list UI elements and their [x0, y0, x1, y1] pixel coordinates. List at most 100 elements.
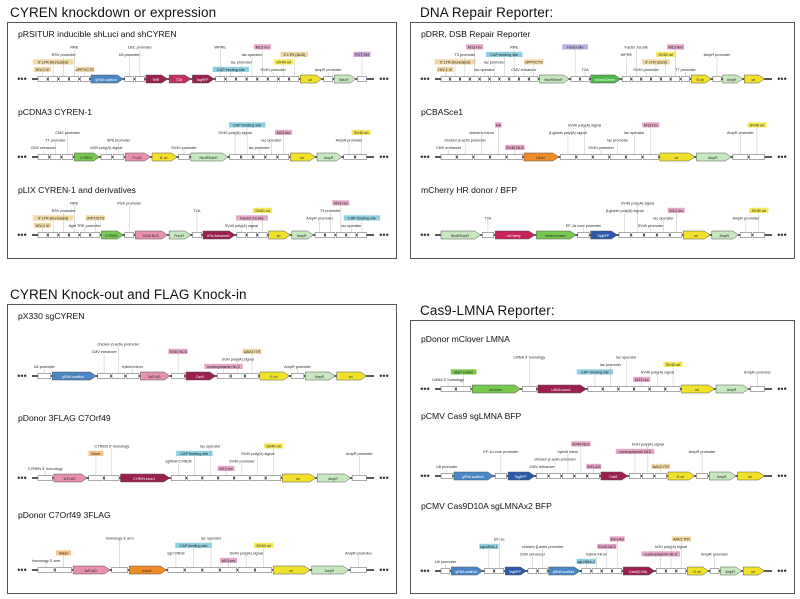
feature-3xflag: 3xFLAG: [609, 536, 625, 574]
feature-label: HA: [496, 124, 502, 128]
feature-label: lac operator: [242, 53, 263, 57]
feature-box: [58, 76, 69, 82]
feature-rsv-promoter: RSV promoter: [52, 53, 76, 82]
feature-label: SV40 NLS: [506, 146, 524, 150]
feature-label-tag: [343, 215, 381, 221]
left-end-dots: •••: [420, 152, 429, 162]
feature-m13-rev: M13 rev: [466, 44, 484, 82]
feature-label: SV40 ori: [658, 53, 673, 57]
feature-hiv-1: HIV-1 Ψ: [34, 66, 52, 82]
feature-ampr: AmpR: [305, 371, 336, 381]
left-end-dots: •••: [17, 473, 26, 483]
feature-box: [676, 568, 687, 574]
feature-label: start codon: [454, 371, 473, 375]
feature-cap-binding-site: CAP binding site: [486, 51, 523, 82]
feature-label: T7 promoter: [675, 68, 696, 72]
feature-ef-1-core-promoter: EF-1α core promoter: [483, 450, 519, 479]
feature-box: [325, 232, 336, 238]
feature-ampr-promoter: AmpR promoter: [346, 452, 373, 481]
feature-label: T2A: [484, 217, 491, 221]
feature-bgh-poly-a-signal: bGH poly(A) signal: [222, 358, 254, 379]
feature-box: [643, 154, 659, 160]
feature-cap-binding-site: CAP binding site: [176, 450, 213, 481]
feature-arrow: [72, 565, 111, 575]
feature-box: [593, 154, 609, 160]
feature-label: sgLMNA-1: [480, 545, 498, 549]
feature-box: [277, 154, 290, 160]
feature-arrow: [101, 230, 124, 240]
feature-ampr-promoter: AmpR promoter: [727, 131, 755, 160]
feature-arrow: [185, 371, 217, 381]
feature-arrow: [715, 384, 750, 394]
feature-rre: RRE: [69, 46, 80, 82]
feature-lac-operator: lac operator: [616, 356, 637, 392]
feature-cap-binding-site: CAP binding site: [228, 122, 266, 160]
feature-label: T7 promoter: [45, 139, 66, 143]
map-title-pdonor-mclover-lmna: pDonor mClover LMNA: [421, 334, 510, 344]
feature-box: [355, 154, 367, 160]
feature-label-tag: [56, 550, 72, 556]
feature-box: [644, 232, 657, 238]
feature-label: M13 rev: [222, 559, 236, 563]
feature-box: [576, 154, 593, 160]
feature-box: [650, 386, 665, 392]
feature-lmna-5-homology: LMNA 5' homology: [432, 378, 464, 392]
map-title-pdonor-3flag-c7orf49: pDonor 3FLAG C7Orf49: [18, 413, 111, 423]
feature-box: [494, 473, 507, 479]
feature-label-tag: [597, 543, 617, 549]
feature-bleor: BleoR: [333, 74, 357, 84]
feature-label: 3xFLAG: [587, 465, 601, 469]
feature-start-codon: start codon: [450, 369, 477, 392]
feature-box: [125, 373, 140, 379]
feature-lac-operator: lac operator: [242, 53, 263, 82]
feature-label: linker: [59, 552, 69, 556]
feature-label-tag: [576, 369, 614, 375]
feature-arrow: [316, 152, 343, 162]
feature-pgk-promoter: PGK promoter: [117, 202, 142, 238]
feature-ampr-promoter: AmpR promoter: [744, 371, 772, 392]
feature-arrow: [683, 230, 711, 240]
feature-t2a: T2A: [192, 209, 202, 238]
feature-box: [577, 232, 590, 238]
feature-sv40-poly-a-signal: SV40 poly(A) signal: [621, 202, 654, 238]
feature-chicken-actin-promoter: chicken β-actin promoter: [97, 343, 140, 379]
feature-arrow: [129, 565, 167, 575]
feature-aav2-itr: AAV2 ITR: [651, 463, 671, 479]
feature-label: chicken β-actin promoter: [97, 343, 139, 347]
feature-sv40-promoter: SV40 promoter: [260, 68, 287, 82]
feature-label-tag: [34, 66, 52, 72]
feature-box: [750, 386, 765, 392]
feature-label-tag: [642, 59, 670, 65]
feature-label: AmpR promoter: [732, 217, 760, 221]
feature-ampr-promoter: AmpR promoter: [701, 553, 729, 574]
feature-box: [220, 567, 237, 573]
feature-sv40-ori: SV40 ori: [274, 59, 294, 82]
feature-ori: ori: [300, 74, 323, 84]
feature-box: [709, 568, 720, 574]
feature-box: [357, 232, 367, 238]
feature-arrow: [272, 565, 311, 575]
feature-label: CYREN 3' homology: [94, 445, 129, 449]
feature-box: [656, 568, 666, 574]
feature-label: I-SceI: [536, 156, 545, 160]
feature-label-tag: [274, 59, 294, 65]
feature-box: [494, 568, 504, 574]
feature-homology-5-arm: homology 5' arm: [32, 559, 60, 573]
feature-label: AmpR promoter: [704, 53, 732, 57]
feature-label: lac operator: [475, 68, 496, 72]
feature-label: SV40 ori: [666, 363, 681, 367]
feature-arrow: [333, 74, 357, 84]
feature-label: ori: [752, 78, 756, 82]
feature-arrow: [687, 566, 710, 576]
feature-arrow: [300, 74, 323, 84]
feature-arrow: [290, 152, 316, 162]
feature-box: [100, 154, 112, 160]
feature-box: [171, 373, 185, 379]
feature-sgrna-cyren: sgRNA CYREN: [165, 460, 192, 481]
feature-label: EF-1α core promoter: [566, 224, 602, 228]
feature-cap-binding-site: CAP binding site: [343, 215, 381, 238]
feature-mcherry: mCherry: [494, 230, 536, 240]
feature-arrow: [451, 566, 484, 576]
feature-box: [681, 76, 690, 82]
